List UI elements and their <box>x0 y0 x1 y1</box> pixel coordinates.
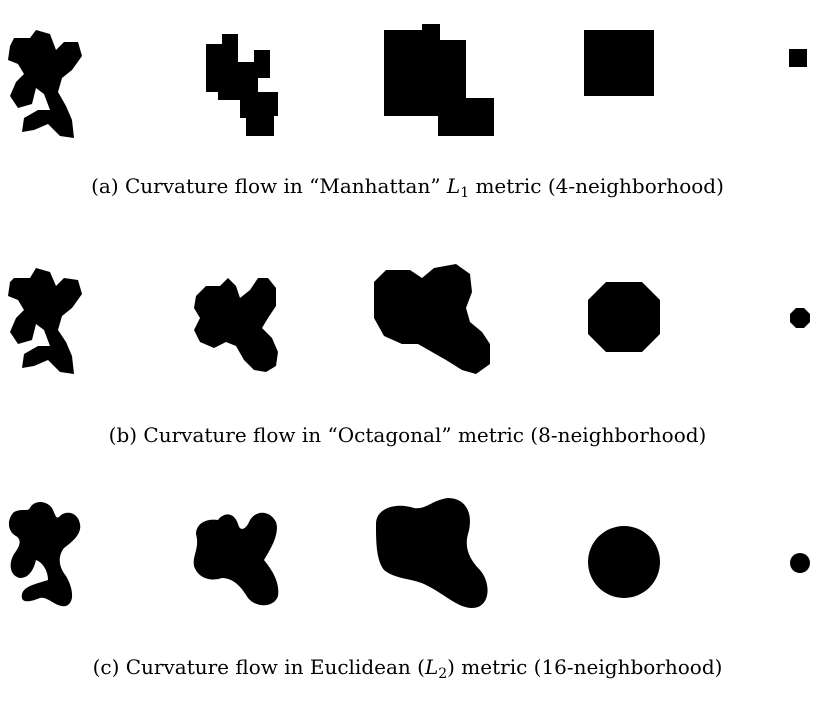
shape-b-stage-1 <box>8 268 82 374</box>
shape-c-stage-1 <box>8 502 81 607</box>
shape-a-stage-5 <box>789 49 807 67</box>
caption-a-suffix: metric (4-neighborhood) <box>469 174 724 198</box>
shapes-octagonal <box>8 264 810 374</box>
caption-a-metric-symbol: L <box>446 174 461 198</box>
shape-a-stage-1 <box>8 30 82 138</box>
shape-a-stage-4 <box>584 30 654 96</box>
caption-a-metric-sub: 1 <box>460 185 470 201</box>
caption-euclidean: (c) Curvature flow in Euclidean (L2) met… <box>0 655 815 681</box>
caption-octagonal: (b) Curvature flow in “Octagonal” metric… <box>108 423 707 447</box>
shapes-euclidean <box>8 498 810 608</box>
shape-b-stage-3 <box>374 264 490 374</box>
row-manhattan <box>0 20 815 138</box>
shape-c-stage-4 <box>588 526 660 598</box>
shape-c-stage-5 <box>790 553 810 573</box>
shape-a-stage-2 <box>206 34 278 136</box>
caption-c-metric-sub: 2 <box>438 666 448 682</box>
caption-c-prefix: (c) Curvature flow in Euclidean ( <box>92 655 425 679</box>
shape-c-stage-2 <box>193 512 279 606</box>
shape-c-stage-3 <box>376 498 488 608</box>
shapes-manhattan <box>8 24 807 138</box>
caption-manhattan: (a) Curvature flow in “Manhattan” L1 met… <box>0 174 815 200</box>
row-octagonal <box>0 256 815 374</box>
caption-a-prefix: (a) Curvature flow in “Manhattan” <box>91 174 447 198</box>
caption-c-metric-symbol: L <box>424 655 439 679</box>
row-euclidean <box>0 490 815 608</box>
shape-b-stage-5 <box>790 308 810 328</box>
shape-b-stage-4 <box>588 282 660 352</box>
caption-c-suffix: ) metric (16-neighborhood) <box>447 655 723 679</box>
shape-b-stage-2 <box>194 278 278 372</box>
shape-a-stage-3 <box>384 24 494 136</box>
